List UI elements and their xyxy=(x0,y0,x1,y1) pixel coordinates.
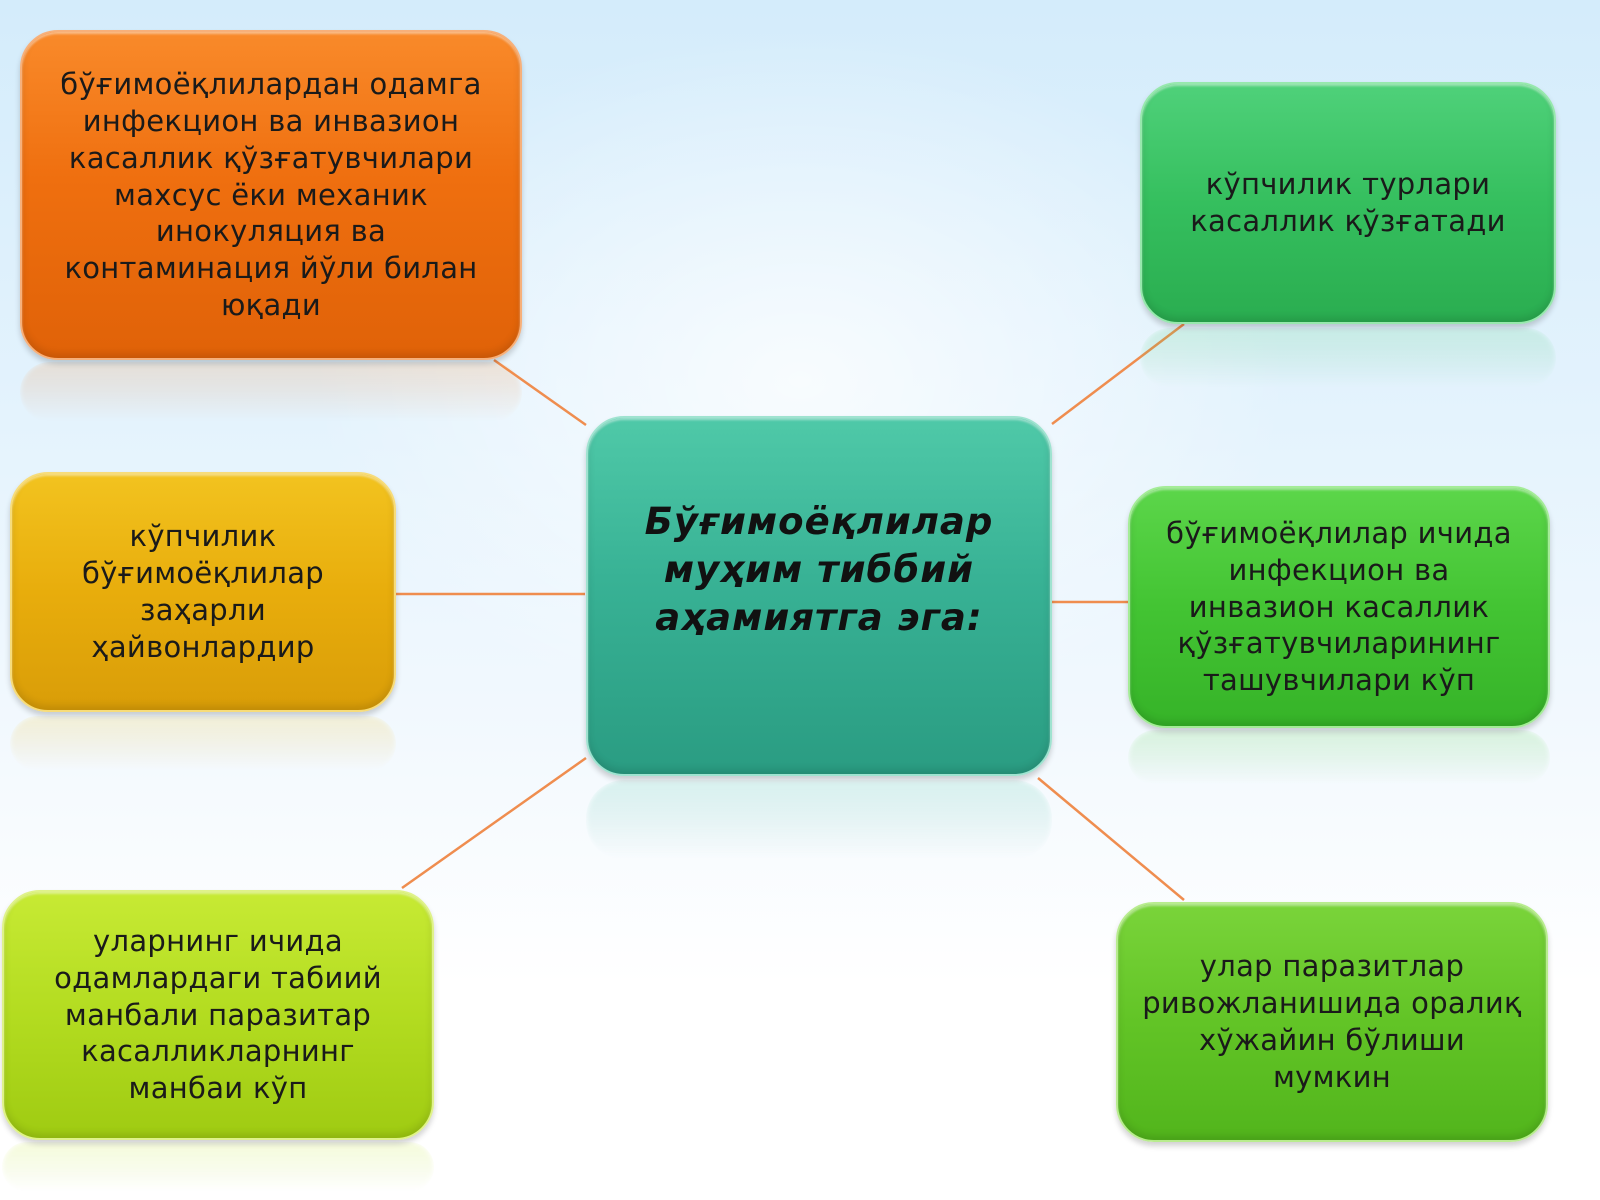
center-title-line: муҳим тиббий xyxy=(663,548,975,592)
node-text-line: манбаи кўп xyxy=(128,1071,308,1106)
node-text-line: касаллик қўзғатади xyxy=(1190,204,1506,238)
node-text-line: манбали паразитар xyxy=(64,997,372,1032)
node-text: кўпчилик турлари касаллик қўзғатади xyxy=(1190,166,1506,240)
node-text: бўғимоёқлилардан одамга инфекцион ва инв… xyxy=(60,66,481,324)
node-text-line: махсус ёки механик xyxy=(114,177,428,212)
node-mid-right: бўғимоёқлилар ичида инфекцион ва инвазио… xyxy=(1128,486,1550,728)
node-text-line: уларнинг ичида xyxy=(93,923,343,958)
reflection-mid-left xyxy=(10,716,396,771)
node-text-line: мумкин xyxy=(1272,1059,1392,1094)
center-title-line: аҳамиятга эга: xyxy=(655,596,983,640)
node-text-line: инфекцион ва инвазион xyxy=(82,103,460,138)
reflection-center xyxy=(586,780,1052,860)
node-text-line: юқади xyxy=(220,288,322,323)
node-text: кўпчилик бўғимоёқлилар заҳарли ҳайвонлар… xyxy=(82,518,324,665)
node-text: бўғимоёқлилар ичида инфекцион ва инвазио… xyxy=(1166,515,1512,699)
center-title-line: Бўғимоёқлилар xyxy=(644,500,994,543)
node-text-line: заҳарли xyxy=(139,593,266,627)
node-text-line: кўпчилик xyxy=(129,519,277,554)
node-bottom-right: улар паразитлар ривожланишида оралиқ хўж… xyxy=(1116,902,1548,1142)
node-bottom-left: уларнинг ичида одамлардаги табиий манбал… xyxy=(2,890,434,1140)
node-text-line: бўғимоёқлилар xyxy=(82,556,324,591)
node-text-line: кўпчилик турлари xyxy=(1205,167,1491,202)
reflection-bottom-left xyxy=(2,1142,434,1192)
reflection-top-left xyxy=(20,362,522,422)
node-text-line: ҳайвонлардир xyxy=(91,629,315,664)
node-text-line: улар паразитлар xyxy=(1199,949,1465,984)
node-text-line: хўжайин бўлиши xyxy=(1198,1023,1466,1057)
reflection-mid-right xyxy=(1128,730,1550,785)
node-text-line: инвазион касаллик xyxy=(1188,589,1490,624)
node-text-line: инфекцион ва xyxy=(1228,552,1450,587)
node-text-line: бўғимоёқлилардан одамга xyxy=(60,67,482,102)
node-text-line: ривожланишида оралиқ xyxy=(1142,986,1522,1021)
node-top-left: бўғимоёқлилардан одамга инфекцион ва инв… xyxy=(20,30,522,360)
node-text-line: инокуляция ва xyxy=(155,214,387,249)
node-text-line: қўзғатувчиларининг xyxy=(1177,626,1501,661)
connector-bottom-left xyxy=(401,756,587,890)
node-mid-left: кўпчилик бўғимоёқлилар заҳарли ҳайвонлар… xyxy=(10,472,396,712)
node-text: уларнинг ичида одамлардаги табиий манбал… xyxy=(54,923,382,1107)
node-text-line: ташувчилари кўп xyxy=(1202,663,1476,698)
node-text-line: контаминация йўли билан xyxy=(64,251,478,286)
node-text-line: бўғимоёқлилар ичида xyxy=(1166,515,1512,550)
connector-bottom-right xyxy=(1037,777,1185,901)
node-text: улар паразитлар ривожланишида оралиқ хўж… xyxy=(1142,948,1522,1095)
reflection-top-right xyxy=(1140,328,1556,388)
node-text-line: касаллик қўзғатувчилари xyxy=(68,140,474,175)
center-title: Бўғимоёқлилар муҳим тиббий аҳамиятга эга… xyxy=(645,498,994,642)
node-top-right: кўпчилик турлари касаллик қўзғатади xyxy=(1140,82,1556,324)
node-text-line: одамлардаги табиий xyxy=(54,960,382,995)
node-text-line: касалликларнинг xyxy=(81,1034,355,1069)
center-title-box: Бўғимоёқлилар муҳим тиббий аҳамиятга эга… xyxy=(586,416,1052,776)
